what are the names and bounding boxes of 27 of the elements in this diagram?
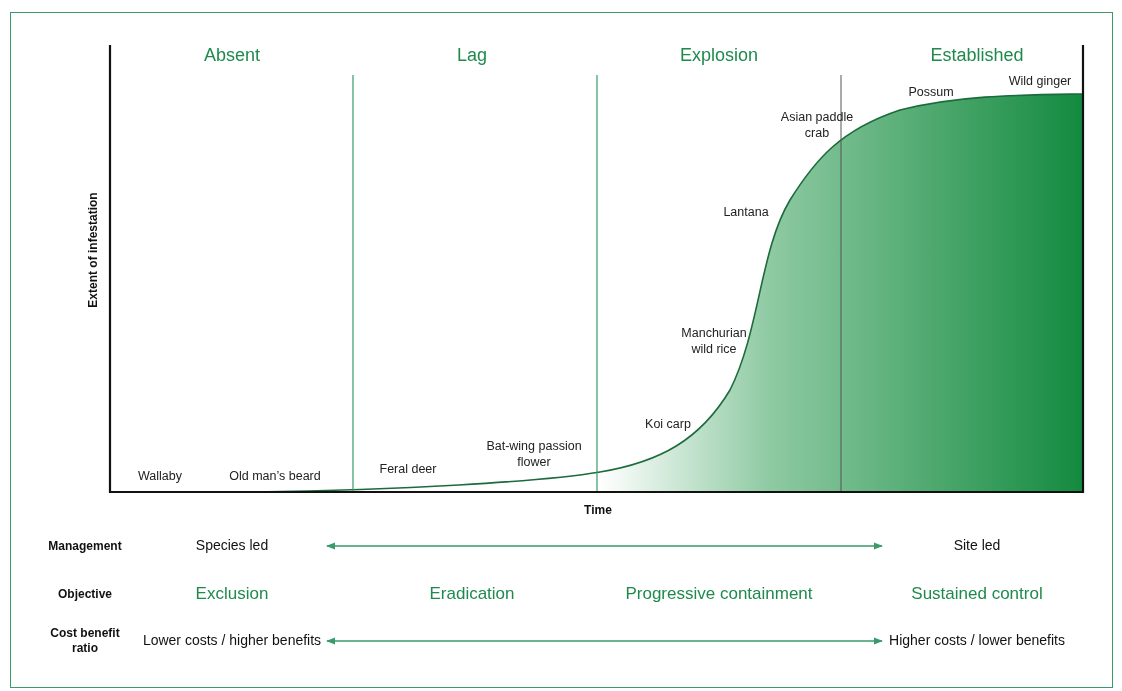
- phase-heading: Lag: [457, 43, 487, 67]
- axis-title: Time: [584, 502, 612, 518]
- row-value: Species led: [137, 537, 327, 555]
- objective-label: Exclusion: [195, 583, 269, 605]
- axis-title: Extent of infestation: [85, 192, 101, 308]
- row-value: Higher costs / lower benefits: [882, 632, 1072, 650]
- phase-heading: Established: [930, 43, 1024, 67]
- species-label: Lantana: [723, 205, 769, 221]
- objective-label: Progressive containment: [625, 583, 813, 605]
- row-value: Lower costs / higher benefits: [137, 632, 327, 650]
- species-label: Possum: [908, 85, 954, 101]
- row-heading: Cost benefit ratio: [49, 626, 121, 656]
- species-label: Wild ginger: [1008, 74, 1072, 90]
- species-label: Asian paddle crab: [779, 110, 855, 142]
- phase-heading: Absent: [204, 43, 260, 67]
- species-label: Feral deer: [379, 462, 437, 478]
- species-label: Bat-wing passion flower: [485, 439, 583, 471]
- species-label: Wallaby: [138, 469, 182, 485]
- objective-label: Sustained control: [911, 583, 1043, 605]
- phase-heading: Explosion: [680, 43, 758, 67]
- row-value: Site led: [882, 537, 1072, 555]
- species-label: Koi carp: [645, 417, 691, 433]
- species-label: Old man’s beard: [229, 469, 321, 485]
- species-label: Manchurian wild rice: [680, 326, 748, 358]
- objective-label: Eradication: [429, 583, 515, 605]
- row-heading: Objective: [58, 586, 112, 602]
- row-heading: Management: [48, 538, 122, 554]
